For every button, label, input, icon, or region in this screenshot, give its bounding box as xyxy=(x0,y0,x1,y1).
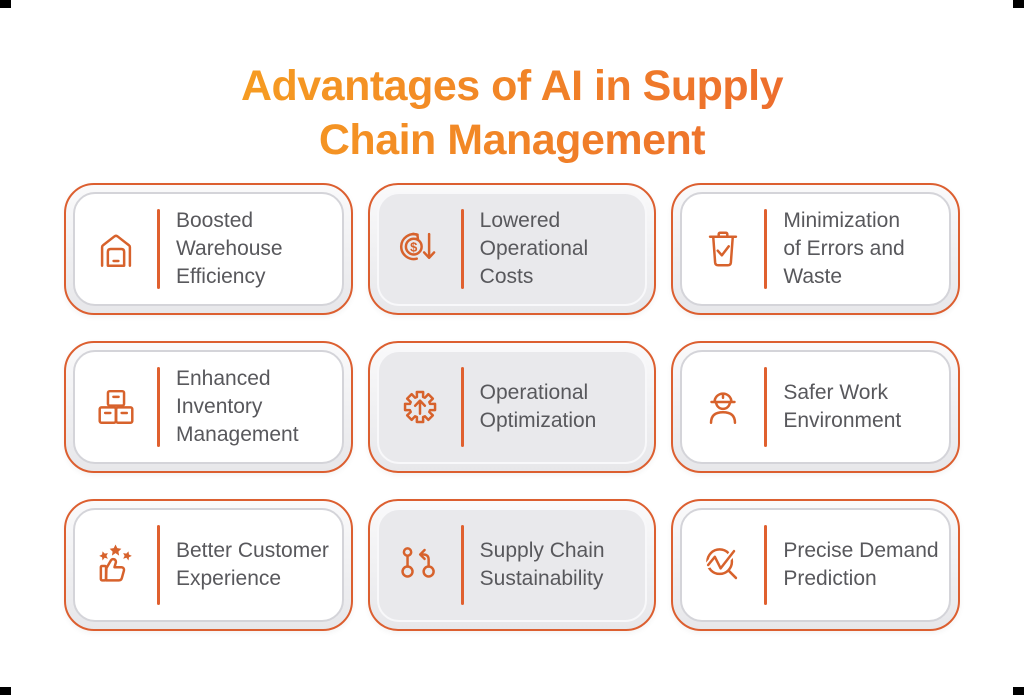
demand-prediction-icon xyxy=(682,542,764,588)
card-label: Precise Demand Prediction xyxy=(783,539,939,590)
card-safer-work: Safer Work Environment xyxy=(671,341,960,473)
card-label: Lowered Operational Costs xyxy=(479,209,589,288)
warehouse-icon xyxy=(75,226,157,272)
card-label: Operational Optimization xyxy=(479,381,597,432)
card-label: Safer Work Environment xyxy=(783,381,902,432)
card-operational-optimization: Operational Optimization xyxy=(367,341,657,473)
card-divider xyxy=(764,367,768,447)
corner-mark xyxy=(0,687,11,695)
card-demand-prediction: Precise Demand Prediction xyxy=(671,499,960,631)
card-inventory-management: Enhanced Inventory Management xyxy=(64,341,353,473)
worker-helmet-icon xyxy=(682,384,764,430)
card-divider xyxy=(460,367,464,447)
lowered-costs-icon: $ xyxy=(379,226,461,272)
gear-up-icon xyxy=(379,384,461,430)
inventory-boxes-icon xyxy=(75,384,157,430)
svg-text:$: $ xyxy=(410,239,417,254)
card-divider xyxy=(157,525,160,605)
card-divider xyxy=(764,525,768,605)
card-divider xyxy=(460,525,464,605)
card-label: Enhanced Inventory Management xyxy=(176,367,299,446)
trash-check-icon xyxy=(682,226,764,272)
page-title: Advantages of AI in Supply Chain Managem… xyxy=(0,59,1024,167)
card-divider xyxy=(157,367,160,447)
card-label: Supply Chain Sustainability xyxy=(479,539,605,590)
card-customer-experience: Better Customer Experience xyxy=(64,499,353,631)
advantages-grid: Boosted Warehouse Efficiency $ Lowered O… xyxy=(64,183,960,631)
card-sustainability: Supply Chain Sustainability xyxy=(367,499,657,631)
corner-mark xyxy=(1013,687,1024,695)
thumbs-up-stars-icon xyxy=(75,542,157,588)
card-error-minimization: Minimization of Errors and Waste xyxy=(671,183,960,315)
card-warehouse-efficiency: Boosted Warehouse Efficiency xyxy=(64,183,353,315)
card-label: Minimization of Errors and Waste xyxy=(783,209,905,288)
corner-mark xyxy=(1013,0,1024,8)
corner-mark xyxy=(0,0,11,8)
card-lowered-costs: $ Lowered Operational Costs xyxy=(367,183,657,315)
card-label: Boosted Warehouse Efficiency xyxy=(176,209,283,288)
card-label: Better Customer Experience xyxy=(176,539,329,590)
card-divider xyxy=(764,209,768,289)
card-divider xyxy=(460,209,464,289)
card-divider xyxy=(157,209,160,289)
supply-chain-icon xyxy=(379,542,461,588)
